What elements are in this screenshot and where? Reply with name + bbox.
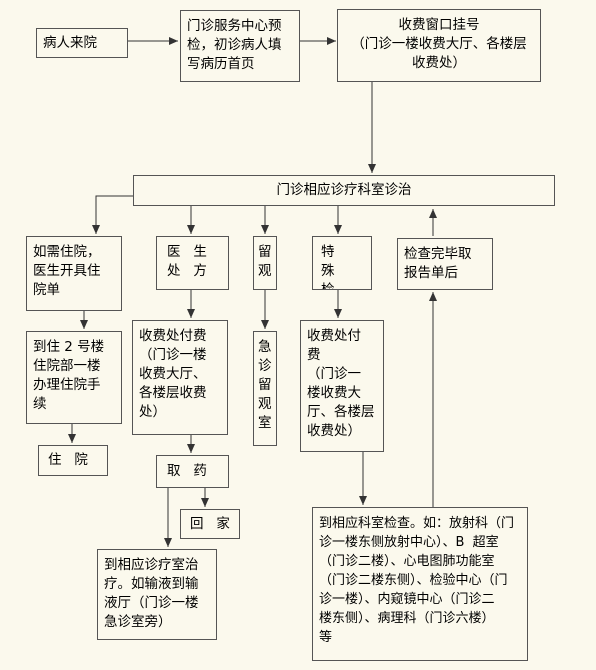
node-special-exam: 特 殊 检 查 (312, 236, 372, 290)
arrow-treatment-to-admission (92, 195, 133, 234)
node-go-home: 回 家 (180, 509, 240, 539)
node-pay-prescription: 收费处付费 （门诊一楼 收费大厅、 各楼层收费 处） (132, 320, 228, 435)
node-report-done: 检查完毕取 报告单后 (397, 238, 493, 290)
node-emergency-observation: 急 诊 留 观 室 (253, 331, 277, 446)
node-get-medicine: 取 药 (156, 455, 229, 488)
node-registration: 收费窗口挂号 （门诊一楼收费大厅、各楼层 收费处） (337, 9, 541, 82)
node-pre-check: 门诊服务中心预 检，初诊病人填 写病历首页 (180, 10, 300, 82)
node-prescription: 医 生 处 方 (156, 236, 229, 290)
node-treatment-room: 到相应诊疗室治 疗。如输液到输 液厅（门诊一楼 急诊室旁） (97, 549, 217, 640)
node-admission-needed: 如需住院， 医生开具住 院单 (26, 236, 122, 311)
node-hospitalized: 住 院 (38, 445, 108, 476)
node-exam-departments: 到相应科室检查。如：放射科（门 诊一楼东侧放射中心）、B 超室 （门诊二楼）、心… (312, 507, 528, 661)
node-outpatient-treatment: 门诊相应诊疗科室诊治 (133, 175, 555, 206)
node-patient-arrival: 病人来院 (36, 28, 128, 58)
node-admission-procedure: 到住 2 号楼 住院部一楼 办理住院手 续 (26, 331, 122, 424)
node-observation: 留 观 (253, 236, 277, 290)
node-pay-exam: 收费处付 费 （门诊一 楼收费大 厅、各楼层 收费处） (300, 320, 384, 452)
